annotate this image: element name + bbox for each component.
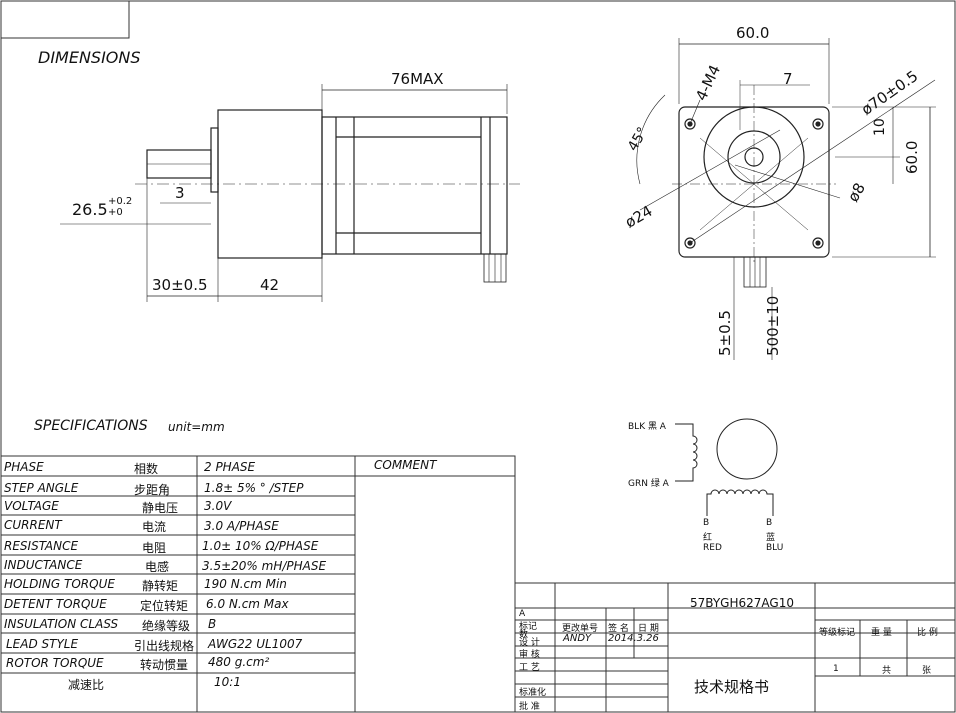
spec-val: 3.0 A/PHASE xyxy=(204,519,279,533)
spec-cn: 电流 xyxy=(142,520,167,534)
dim-square-top: 60.0 xyxy=(736,24,770,42)
spec-val: 2 PHASE xyxy=(204,460,256,474)
spec-en: ROTOR TORQUE xyxy=(6,656,104,670)
spec-val: 480 g.cm² xyxy=(208,655,270,669)
dim-offset: 7 xyxy=(783,70,793,88)
spec-en: CURRENT xyxy=(4,518,62,532)
dim-lead-length: 500±10 xyxy=(764,295,782,356)
tb-sign: 签 名 xyxy=(608,624,629,634)
spec-val: 6.0 N.cm Max xyxy=(206,597,289,611)
side-view xyxy=(60,84,520,302)
dim-overall-length: 76MAX xyxy=(391,70,444,88)
tb-review: 审 核 xyxy=(519,650,540,660)
spec-en: VOLTAGE xyxy=(4,499,59,513)
spec-val: 190 N.cm Min xyxy=(204,577,287,591)
dim-shaft-tol-upper: +0.2 xyxy=(108,196,133,207)
tb-date: 2014.3.26 xyxy=(608,633,659,644)
spec-val: 3.5±20% mH/PHASE xyxy=(202,559,327,573)
spec-cn: 步距角 xyxy=(134,483,171,497)
wire-b2: B xyxy=(766,518,773,528)
spec-cn: 定位转矩 xyxy=(140,599,189,613)
spec-cn: 减速比 xyxy=(68,678,105,692)
dim-flat: 3 xyxy=(175,184,185,202)
wire-b1-cn: 红 xyxy=(703,533,713,543)
tb-designer: ANDY xyxy=(563,633,592,644)
tb-approve: 批 准 xyxy=(519,702,540,712)
model-number: 57BYGH627AG10 xyxy=(690,596,794,610)
spec-cn: 绝缘等级 xyxy=(142,619,191,633)
wire-a-label: BLK 黑 A xyxy=(628,422,666,432)
tb-total: 共 xyxy=(882,666,892,676)
dim-shaft-dia: 26.5 xyxy=(72,200,108,219)
tb-mark: 标记 xyxy=(519,622,538,632)
spec-cn: 引出线规格 xyxy=(134,639,195,653)
spec-en: HOLDING TORQUE xyxy=(4,577,115,591)
spec-en: INSULATION CLASS xyxy=(4,617,119,631)
specifications-heading: SPECIFICATIONS xyxy=(34,418,148,434)
spec-val: 1.8± 5% ° /STEP xyxy=(204,481,304,495)
dim-square-side: 60.0 xyxy=(903,140,921,174)
motor-body xyxy=(321,116,508,255)
wire-abar-label: GRN 绿 A xyxy=(628,479,669,489)
tb-sheets: 张 xyxy=(922,666,932,676)
title-block-lines xyxy=(514,582,956,713)
spec-val: B xyxy=(208,617,217,631)
coil-a xyxy=(675,423,698,482)
spec-en: DETENT TORQUE xyxy=(4,597,107,611)
dimensions-heading: DIMENSIONS xyxy=(38,48,141,67)
wire-b1-en: RED xyxy=(703,543,722,553)
corner-box xyxy=(1,1,130,39)
rotor-symbol xyxy=(716,418,778,480)
tb-sheet-no: 1 xyxy=(833,664,839,674)
wire-b1: B xyxy=(703,518,710,528)
spec-cn: 相数 xyxy=(134,462,159,476)
unit-label: unit=mm xyxy=(168,420,225,434)
tb-grade-mark: 等级标记 xyxy=(819,628,856,638)
tb-date-col: 日 期 xyxy=(638,624,659,634)
tb-design: 设 计 xyxy=(519,638,540,648)
spec-en: LEAD STYLE xyxy=(6,637,79,651)
doc-title: 技术规格书 xyxy=(694,678,770,696)
spec-en: STEP ANGLE xyxy=(4,481,79,495)
spec-en: PHASE xyxy=(4,460,44,474)
spec-cn: 电阻 xyxy=(142,541,167,555)
wiring-diagram xyxy=(675,418,778,516)
spec-cn: 静转矩 xyxy=(142,579,179,593)
tb-a: A xyxy=(519,609,526,619)
wire-b2-en: BLU xyxy=(766,543,784,553)
spec-en: INDUCTANCE xyxy=(4,558,83,572)
spec-cn: 静电压 xyxy=(142,501,179,515)
spec-val: 3.0V xyxy=(204,499,232,513)
coil-b xyxy=(706,489,774,516)
shaft-flange xyxy=(210,127,219,193)
spec-en: RESISTANCE xyxy=(4,539,79,553)
tb-scale: 比 例 xyxy=(917,628,938,638)
dim-body-length: 42 xyxy=(260,276,280,294)
tb-standard: 标准化 xyxy=(519,688,547,698)
wire-b2-cn: 蓝 xyxy=(766,533,776,543)
spec-table-lines xyxy=(0,455,516,713)
comment-header: COMMENT xyxy=(374,458,437,472)
dim-shaft-length: 30±0.5 xyxy=(152,276,208,294)
front-view xyxy=(636,38,936,360)
spec-val: AWG22 UL1007 xyxy=(208,637,303,651)
spec-cn: 电感 xyxy=(145,560,170,574)
spec-val: 1.0± 10% Ω/PHASE xyxy=(202,539,319,553)
dim-shaft-tol-lower: +0 xyxy=(108,207,123,218)
spec-val: 10:1 xyxy=(214,675,241,689)
tb-count: 数 xyxy=(519,630,529,640)
tb-process: 工 艺 xyxy=(519,663,540,673)
spec-cn: 转动惯量 xyxy=(140,658,189,672)
tb-change-no: 更改单号 xyxy=(562,624,599,634)
dim-ten: 10 xyxy=(872,118,888,136)
dim-lead-offset: 5±0.5 xyxy=(716,310,734,356)
tb-weight: 重 量 xyxy=(871,628,892,638)
